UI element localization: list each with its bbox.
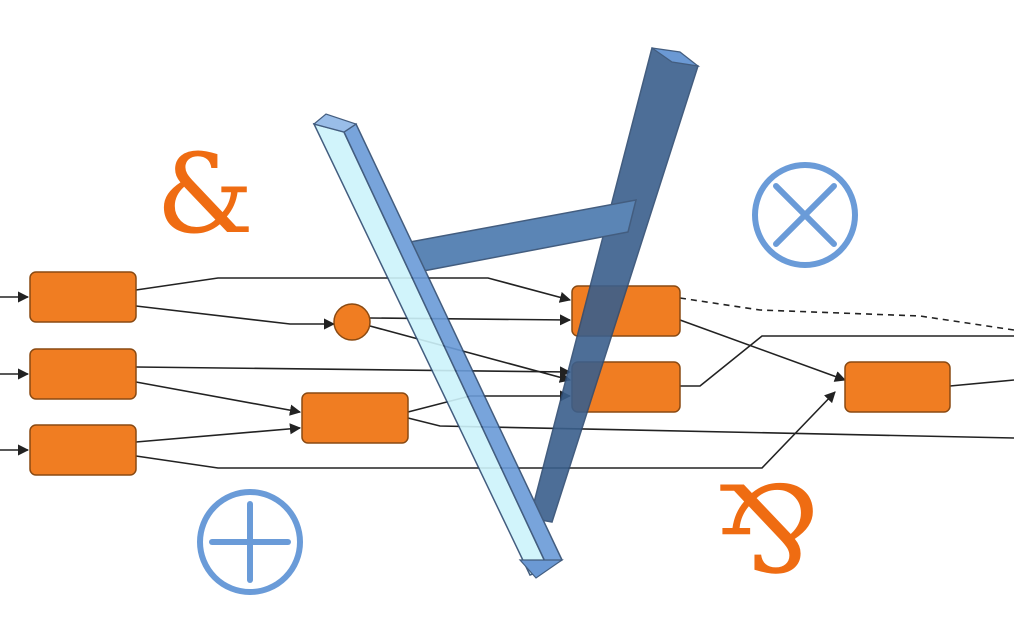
node-box — [301, 392, 409, 444]
edge — [679, 319, 847, 382]
edge — [135, 381, 302, 416]
edge — [369, 314, 572, 326]
tensor-icon — [752, 162, 858, 268]
node-layer — [29, 271, 951, 476]
nabla-logo-icon — [312, 46, 701, 579]
edge — [135, 366, 572, 378]
node-box — [29, 424, 137, 476]
node-box — [29, 348, 137, 400]
edge — [135, 277, 572, 303]
edge — [135, 305, 336, 330]
edge — [949, 379, 1014, 387]
node-circle — [333, 303, 371, 341]
node-box — [29, 271, 137, 323]
edge — [679, 297, 1014, 331]
plus-icon — [197, 489, 303, 595]
par-icon: ⅋ — [715, 462, 822, 601]
ampersand-icon: & — [156, 130, 254, 258]
edge — [135, 423, 302, 443]
edge — [407, 417, 1014, 439]
edge — [680, 335, 1014, 387]
node-box — [844, 361, 951, 413]
